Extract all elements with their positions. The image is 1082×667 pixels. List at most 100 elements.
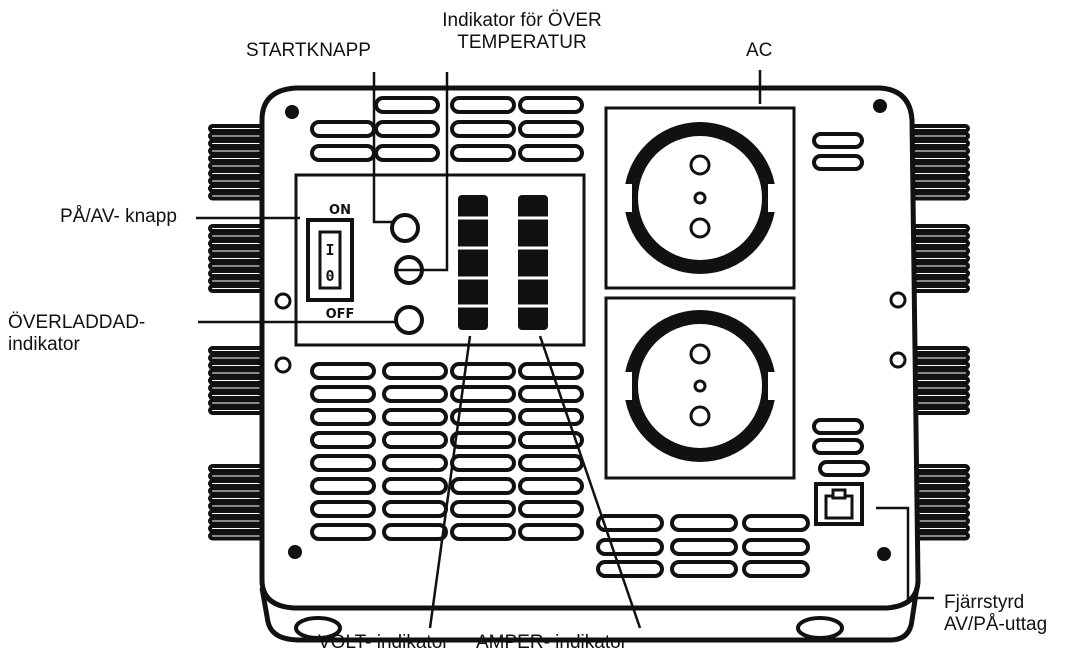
heatsink-fin (208, 239, 268, 248)
vent-slot (818, 460, 870, 477)
remote-label: Fjärrstyrd AV/PÅ-uttag (944, 592, 1047, 636)
vent-slot (742, 560, 810, 578)
vent-slot (518, 500, 584, 518)
heatsink-fin (208, 139, 268, 148)
vent-slot (518, 408, 584, 426)
heatsink-fin (208, 346, 268, 355)
overload-label: ÖVERLADDAD- indikator (8, 312, 145, 356)
heatsink-fin (208, 246, 268, 256)
side-knob-right-2 (889, 351, 907, 369)
vent-slot (518, 477, 584, 495)
vent-slot (450, 408, 516, 426)
vent-slot (450, 523, 516, 541)
remote-label-line1: Fjärrstyrd (944, 592, 1025, 613)
vent-slot (518, 454, 584, 472)
heatsink-fin (908, 176, 970, 186)
heatsink-fin (208, 261, 268, 271)
vent-slot (450, 362, 516, 380)
heatsink-fin (908, 246, 970, 256)
leader-remote (876, 506, 934, 600)
start-button[interactable] (390, 213, 420, 243)
heatsink-fin (908, 124, 970, 133)
vent-slot (670, 538, 738, 556)
heatsink-fin (908, 391, 970, 400)
vent-slot (382, 454, 448, 472)
corner-screw-tr (873, 99, 887, 113)
power-switch[interactable]: I 0 (306, 218, 354, 302)
vent-slots-top (310, 96, 584, 162)
volt-meter (458, 195, 488, 330)
vent-slot (310, 500, 376, 518)
vent-slot (596, 514, 664, 532)
heatsink-fin (908, 139, 970, 148)
ac-outlet-top[interactable] (604, 106, 796, 290)
heatsink-fin (908, 254, 970, 263)
overtemp-label: Indikator för ÖVER TEMPERATUR (407, 10, 637, 54)
ac-outlet-bottom[interactable] (604, 296, 796, 480)
vent-slot (382, 408, 448, 426)
left-heatsink-fins (208, 124, 268, 541)
overtemp-label-line2: TEMPERATUR (457, 32, 587, 53)
vent-slot (450, 454, 516, 472)
remote-jack[interactable] (814, 482, 864, 526)
side-knob-left-1 (274, 292, 292, 310)
vent-slot (382, 431, 448, 449)
leader-volt (428, 335, 472, 629)
overload-label-line1: ÖVERLADDAD- (8, 312, 146, 333)
heatsink-fin (908, 361, 970, 370)
heatsink-fin (908, 154, 970, 163)
heatsink-fin (208, 516, 268, 526)
vent-slot (450, 500, 516, 518)
vent-slot (374, 144, 440, 162)
heatsink-fin (908, 398, 970, 408)
vent-slot (382, 523, 448, 541)
heatsink-fin (208, 146, 268, 156)
heatsink-fin (908, 161, 970, 171)
vent-slot (450, 144, 516, 162)
heatsink-fin (908, 383, 970, 393)
heatsink-fin (908, 269, 970, 278)
corner-screw-bl (288, 545, 302, 559)
heatsink-fin (208, 361, 268, 370)
vent-slot (374, 96, 440, 114)
heatsink-fin (208, 161, 268, 171)
heatsink-fin (208, 124, 268, 133)
vent-slot (596, 560, 664, 578)
vent-slot (310, 408, 376, 426)
vent-slot (812, 132, 864, 149)
leader-overtemp (396, 72, 449, 272)
ac-label: AC (746, 40, 773, 61)
heatsink-fin (908, 346, 970, 355)
vent-slot (310, 144, 376, 162)
leader-amper (538, 335, 642, 629)
heatsink-fin (208, 224, 268, 233)
onoff-label: PÅ/AV- knapp (60, 206, 177, 227)
vent-slot (670, 560, 738, 578)
mounting-hole-right (796, 616, 844, 640)
vent-slot (310, 120, 376, 138)
vent-slot (310, 362, 376, 380)
heatsink-fin (208, 353, 268, 363)
side-knob-right-1 (889, 291, 907, 309)
vent-slot (518, 144, 584, 162)
heatsink-fin (908, 239, 970, 248)
vent-slot (518, 431, 584, 449)
start-label: STARTKNAPP (246, 40, 371, 61)
heatsink-fin (908, 131, 970, 141)
remote-label-line2: AV/PÅ-uttag (944, 614, 1048, 635)
heatsink-fin (208, 531, 268, 541)
side-knob-left-2 (274, 356, 292, 374)
vent-slot (518, 523, 584, 541)
heatsink-fin (908, 169, 970, 178)
corner-screw-br (877, 547, 891, 561)
vent-slots-bottom (310, 362, 810, 578)
heatsink-fin (208, 471, 268, 481)
switch-on-text: ON (329, 203, 351, 218)
vent-slot (310, 477, 376, 495)
vent-slot (742, 538, 810, 556)
heatsink-fin (208, 406, 268, 415)
switch-off-text: OFF (326, 307, 355, 322)
corner-screw-tl (285, 105, 299, 119)
heatsink-fin (908, 276, 970, 286)
